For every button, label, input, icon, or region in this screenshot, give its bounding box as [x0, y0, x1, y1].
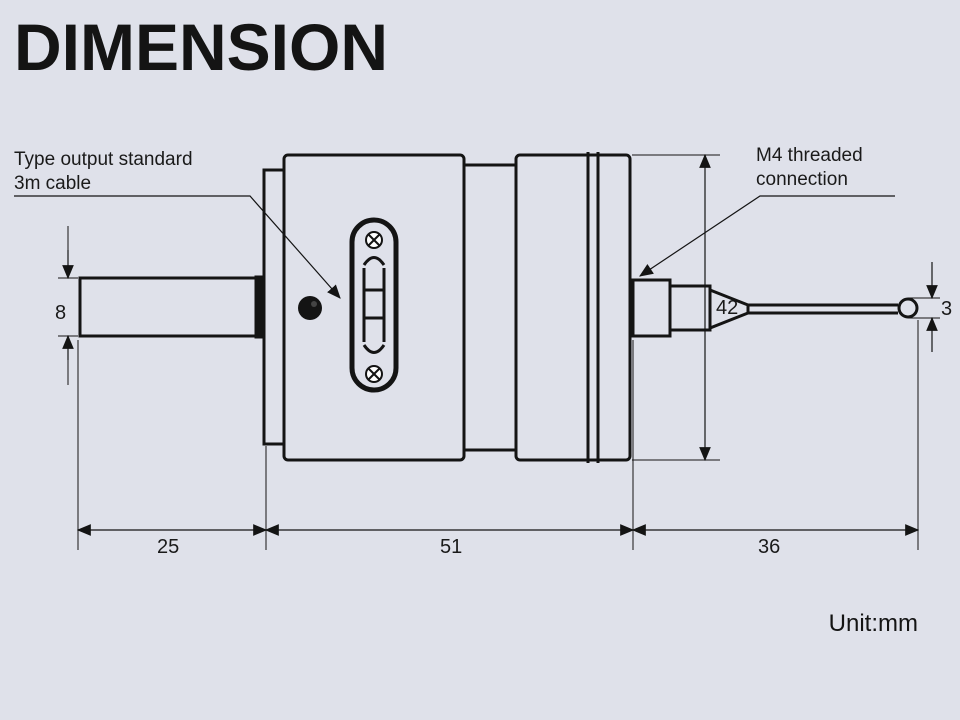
leader-lines — [14, 195, 895, 299]
slot-screw-icon — [365, 231, 383, 249]
probe-outline — [78, 152, 919, 463]
dim-length-shaft: 25 — [157, 536, 180, 558]
dim-shaft-diameter: 8 — [55, 302, 67, 324]
cable-callout-line1: Type output standard — [14, 149, 193, 170]
dim-length-stylus: 36 — [758, 536, 781, 558]
cable-leader — [14, 195, 341, 299]
slot-screw-icon — [365, 365, 383, 383]
thread-leader — [639, 195, 895, 277]
stylus-ball — [897, 297, 919, 319]
shaft — [78, 276, 258, 338]
cable-port-icon — [298, 296, 322, 320]
front-housing — [514, 153, 632, 462]
unit-label: Unit:mm — [828, 610, 918, 637]
extension-lines — [58, 154, 940, 550]
dimension-lines — [62, 153, 938, 536]
middle-section — [462, 163, 518, 452]
stylus-taper — [708, 287, 750, 331]
dim-ball-diameter: 3 — [941, 298, 953, 320]
dim-length-body: 51 — [440, 536, 463, 558]
thread-callout: M4 threaded connection — [756, 144, 863, 192]
dim-body-height: 42 — [716, 297, 739, 319]
thread-nut — [668, 284, 712, 332]
page-title: DIMENSION — [14, 10, 389, 84]
cable-callout: Type output standard 3m cable — [14, 148, 193, 196]
cable-callout-line2: 3m cable — [14, 173, 92, 194]
thread-block — [631, 278, 672, 338]
thread-callout-line1: M4 threaded — [756, 145, 863, 166]
flange — [262, 168, 286, 446]
indicator-slot — [349, 217, 399, 393]
thread-callout-line2: connection — [756, 169, 848, 190]
